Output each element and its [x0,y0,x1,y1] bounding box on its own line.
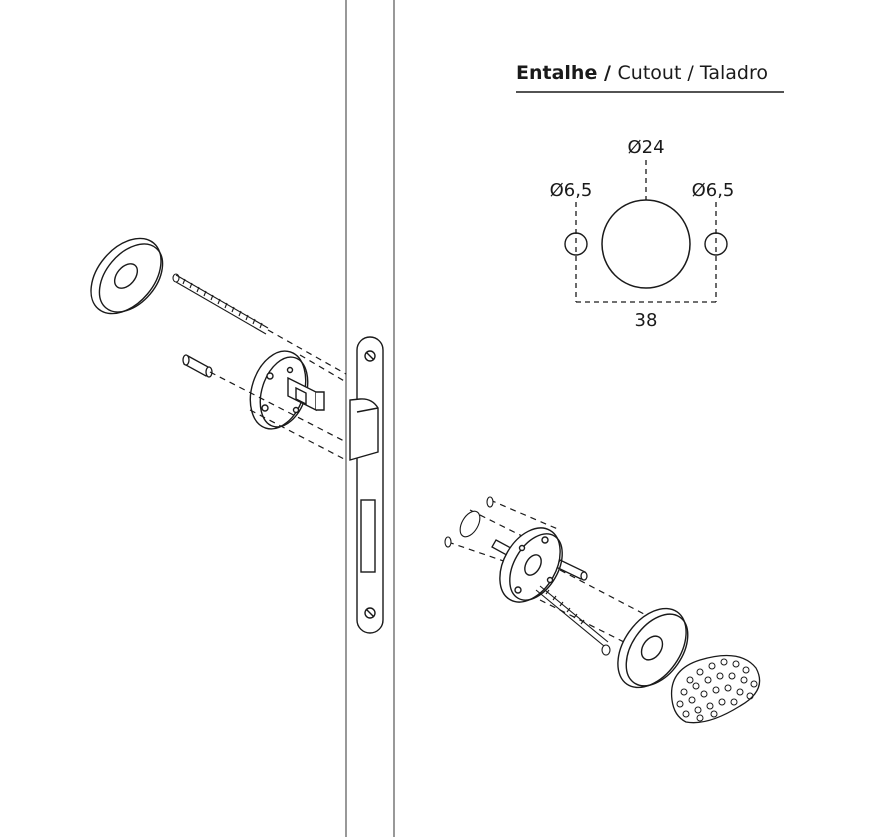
right-hole-label: Ø6,5 [692,180,735,201]
title-separator-2: / [681,62,700,84]
spacing-label: 38 [635,310,658,331]
left-rose-base-plate [249,350,325,430]
right-rosette-cover [617,607,689,689]
left-threaded-screw [172,273,269,335]
left-hole-label: Ø6,5 [550,180,593,201]
title-portuguese: Entalhe [516,62,598,84]
right-rose-base-plate [499,527,563,603]
right-door-hole-outlines [444,496,494,548]
left-screw-sleeve [182,354,213,378]
title-english: Cutout [617,62,682,84]
center-hole-label: Ø24 [627,137,664,158]
dimension-lines [575,160,717,303]
textured-knob [670,654,761,724]
title-spanish: Taladro [699,62,768,84]
cutout-drawing: Ø24 Ø6,5 Ø6,5 38 [550,137,735,331]
title-separator-1: / [597,62,618,84]
door-leaf [345,0,395,837]
mortise-lock-faceplate [349,336,384,634]
cutout-title: Entalhe / Cutout / Taladro [516,62,784,94]
center-hole [601,199,691,289]
right-threaded-screw [535,585,611,656]
left-rosette-cover [90,237,164,315]
left-alignment-dashes [209,329,347,461]
